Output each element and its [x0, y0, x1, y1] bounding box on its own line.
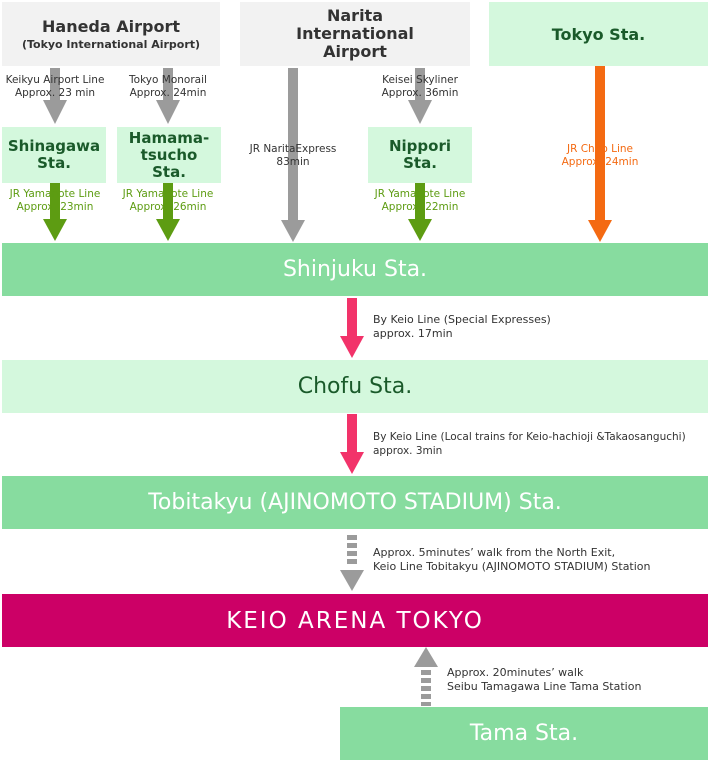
- arrow-yamanote-2: [156, 183, 180, 241]
- arrow-yamanote-1: [43, 183, 67, 241]
- origin-haneda-subtitle: (Tokyo International Airport): [21, 37, 201, 51]
- arrow-keio-express: [340, 298, 364, 358]
- station-tobitakyu-label: Tobitakyu (AJINOMOTO STADIUM) Sta.: [148, 490, 562, 515]
- station-shinagawa: Shinagawa Sta.: [2, 127, 106, 183]
- origin-tokyo-title: Tokyo Sta.: [551, 24, 646, 44]
- label-keio-local-line: By Keio Line (Local trains for Keio-hach…: [373, 431, 686, 443]
- venue-keio-arena: KEIO ARENA TOKYO: [2, 594, 708, 647]
- label-walk-north-line: Approx. 5minutes’ walk from the North Ex…: [373, 546, 616, 559]
- label-keikyu-line: Keikyu Airport Line: [5, 74, 105, 86]
- station-nippori-line1: Nippori: [388, 137, 451, 155]
- label-monorail-time: Approx. 24min: [129, 87, 207, 99]
- origin-tokyo: Tokyo Sta.: [489, 2, 708, 66]
- arrow-chuo: [588, 66, 612, 242]
- label-keio-express: By Keio Line (Special Expresses) approx.…: [373, 313, 551, 341]
- station-tama-label: Tama Sta.: [469, 721, 579, 746]
- label-yamanote-1: JR Yamanote Line Approx. 23min: [0, 188, 110, 214]
- station-shinjuku-label: Shinjuku Sta.: [282, 257, 428, 282]
- label-keio-express-time: approx. 17min: [373, 327, 453, 340]
- label-keikyu-time: Approx. 23 min: [14, 87, 96, 99]
- origin-haneda: Haneda Airport (Tokyo International Airp…: [2, 2, 220, 66]
- station-nippori-line2: Sta.: [403, 154, 437, 172]
- label-chuo-line: JR Chuo Line: [566, 143, 633, 155]
- station-hamamatsucho-line2: tsucho: [140, 145, 198, 164]
- arrow-monorail: [156, 68, 180, 124]
- label-walk-tama-time: Seibu Tamagawa Line Tama Station: [447, 680, 642, 693]
- origin-narita-title: Narita International Airport: [296, 6, 414, 61]
- label-yamanote-3-time: Approx. 22min: [381, 201, 459, 213]
- origin-narita: Narita International Airport: [240, 2, 470, 66]
- station-hamamatsucho: Hamama- tsucho Sta.: [117, 127, 221, 183]
- label-walk-north: Approx. 5minutes’ walk from the North Ex…: [373, 546, 651, 574]
- arrow-skyliner: [408, 68, 432, 124]
- venue-keio-arena-label: KEIO ARENA TOKYO: [226, 607, 484, 634]
- label-yamanote-1-time: Approx. 23min: [16, 201, 94, 213]
- label-keio-express-line: By Keio Line (Special Expresses): [373, 313, 551, 326]
- station-hamamatsucho-line3: Sta.: [152, 162, 186, 181]
- arrow-walk-tama: [414, 647, 438, 706]
- arrow-walk-north: [340, 535, 364, 591]
- label-yamanote-2: JR Yamanote Line Approx. 26min: [113, 188, 223, 214]
- label-keio-local: By Keio Line (Local trains for Keio-hach…: [373, 430, 686, 458]
- station-tama: Tama Sta.: [340, 707, 708, 760]
- label-walk-tama-line: Approx. 20minutes’ walk: [447, 666, 584, 679]
- station-shinagawa-line1: Shinagawa: [7, 137, 101, 155]
- label-keio-local-time: approx. 3min: [373, 445, 443, 457]
- label-skyliner-time: Approx. 36min: [381, 87, 459, 99]
- arrow-yamanote-3: [408, 183, 432, 241]
- station-chofu: Chofu Sta.: [2, 360, 708, 413]
- station-chofu-label: Chofu Sta.: [297, 374, 413, 399]
- label-chuo-time: Approx. 24min: [561, 156, 639, 168]
- label-yamanote-1-line: JR Yamanote Line: [9, 188, 101, 200]
- label-narita-express-line: JR NaritaExpress: [249, 143, 337, 155]
- arrow-keio-local: [340, 414, 364, 474]
- station-tobitakyu: Tobitakyu (AJINOMOTO STADIUM) Sta.: [2, 476, 708, 529]
- label-walk-north-time: Keio Line Tobitakyu (AJINOMOTO STADIUM) …: [373, 560, 651, 573]
- label-narita-express-time: 83min: [276, 156, 310, 168]
- label-yamanote-3: JR Yamanote Line Approx. 22min: [365, 188, 475, 214]
- label-yamanote-3-line: JR Yamanote Line: [374, 188, 466, 200]
- label-monorail-line: Tokyo Monorail: [129, 74, 207, 86]
- station-nippori: Nippori Sta.: [368, 127, 472, 183]
- station-shinjuku: Shinjuku Sta.: [2, 243, 708, 296]
- label-monorail: Tokyo Monorail Approx. 24min: [113, 74, 223, 100]
- label-narita-express: JR NaritaExpress 83min: [238, 143, 348, 169]
- station-shinagawa-line2: Sta.: [37, 154, 71, 172]
- label-keikyu: Keikyu Airport Line Approx. 23 min: [0, 74, 110, 100]
- origin-haneda-title: Haneda Airport: [42, 16, 180, 36]
- station-hamamatsucho-line1: Hamama-: [128, 128, 210, 147]
- label-yamanote-2-time: Approx. 26min: [129, 201, 207, 213]
- arrow-keikyu: [43, 68, 67, 124]
- label-yamanote-2-line: JR Yamanote Line: [122, 188, 214, 200]
- label-chuo: JR Chuo Line Approx. 24min: [545, 143, 655, 169]
- label-skyliner-line: Keisei Skyliner: [382, 74, 458, 86]
- label-skyliner: Keisei Skyliner Approx. 36min: [365, 74, 475, 100]
- label-walk-tama: Approx. 20minutes’ walk Seibu Tamagawa L…: [447, 666, 641, 694]
- arrow-narita-express: [281, 68, 305, 242]
